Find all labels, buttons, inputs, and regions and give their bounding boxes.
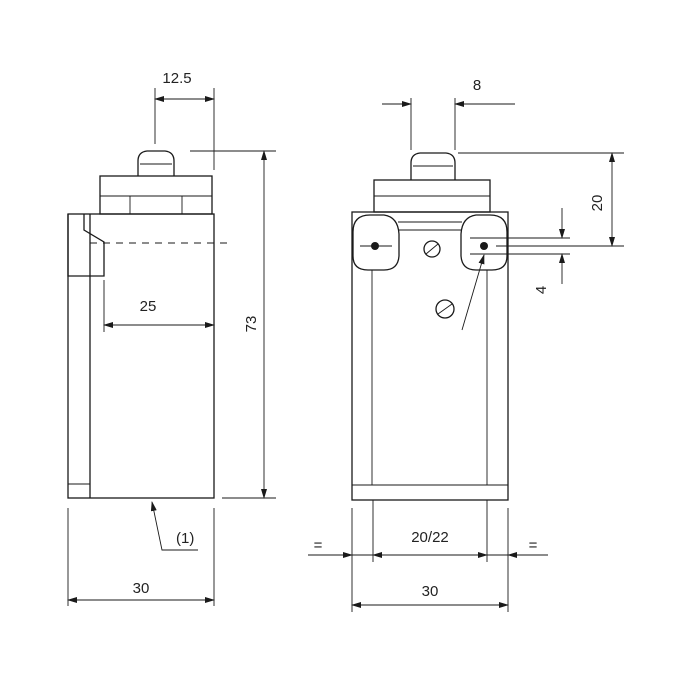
dim-label-height: 73 [243, 316, 260, 333]
dim-label-body-depth: 25 [140, 298, 157, 315]
note-leader [150, 501, 198, 551]
dim-label-plunger-to-hole: 20 [589, 195, 606, 212]
front-view: 8 20 4 20/22 = = 30 [308, 77, 624, 612]
screw-icon [423, 240, 441, 258]
housing-block-right [181, 195, 213, 215]
note-label: (1) [176, 530, 194, 547]
side-view: 12.5 73 25 (1) 30 [67, 70, 276, 606]
screw-slot [437, 303, 453, 315]
flange-notch [67, 214, 105, 277]
plunger-head [137, 150, 175, 176]
plunger-housing [99, 175, 213, 215]
screw-leader [461, 254, 485, 331]
screw-slot [425, 243, 439, 255]
dim-label-width: 30 [422, 583, 439, 600]
dim-label-hole: 4 [533, 286, 550, 294]
dim-label-equal-left: = [314, 537, 323, 554]
screw-icon [435, 299, 455, 319]
dim-label-equal-right: = [529, 537, 538, 554]
front-body [351, 211, 509, 501]
dim-label-plunger-width: 8 [473, 77, 481, 94]
housing-block-left [99, 195, 131, 215]
dim-label-width: 30 [133, 580, 150, 597]
dim-label-hole-spacing: 20/22 [411, 529, 449, 546]
dim-label-plunger-offset: 12.5 [162, 70, 191, 87]
mount-hole-right [480, 242, 488, 250]
side-body [67, 213, 215, 499]
plunger-head [410, 152, 456, 180]
